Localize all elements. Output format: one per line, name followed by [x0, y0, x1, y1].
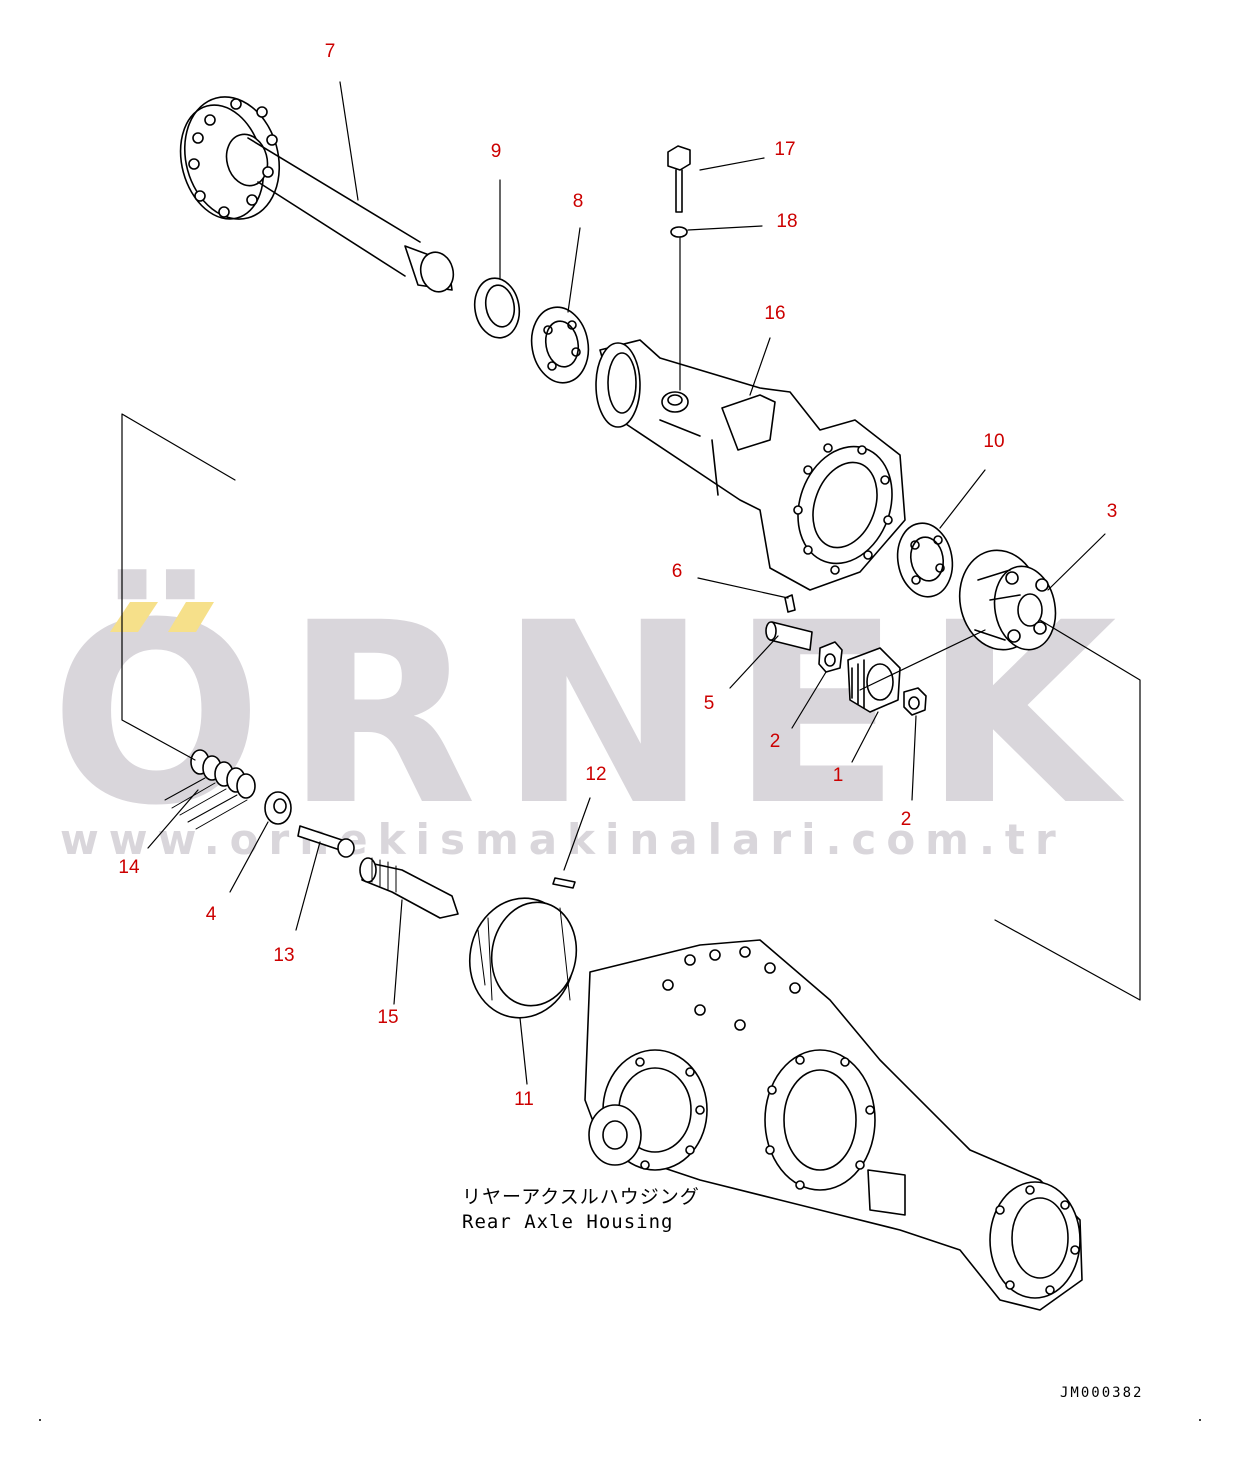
part-13-bolt [297, 825, 355, 858]
callout-6: 6 [671, 561, 683, 582]
callout-9: 9 [490, 141, 502, 162]
callout-10: 10 [983, 431, 1005, 452]
callout-3: 3 [1106, 501, 1118, 522]
flange-bolt-holes [188, 98, 278, 218]
caption-japanese: リヤーアクスルハウジング [462, 1186, 700, 1208]
part-11-ring-gear [468, 897, 578, 1019]
callout-2: 2 [769, 731, 781, 752]
watermark-umlaut [110, 602, 214, 632]
leader-lines [147, 81, 1106, 1085]
callout-1: 1 [832, 765, 844, 786]
part-17-bolt [667, 145, 691, 213]
part-1-side-gear [847, 647, 901, 713]
part-3-differential-case [958, 549, 1057, 651]
part-8-bearing [530, 306, 590, 384]
part-18-o-ring [670, 226, 688, 238]
part-2-pinion-gear [818, 641, 843, 673]
caption-english: Rear Axle Housing [462, 1211, 674, 1233]
assembled-rear-axle-housing [584, 939, 1083, 1311]
frame-lines [121, 413, 1141, 1001]
corner-marks [39, 1419, 1201, 1421]
part-16-axle-housing [595, 339, 906, 591]
part-15-drive-shaft [359, 857, 459, 919]
callout-16: 16 [764, 303, 786, 324]
callout-5: 5 [703, 693, 715, 714]
part-4-washer [264, 791, 292, 825]
part-10-bearing [896, 522, 954, 598]
callout-4: 4 [205, 904, 217, 925]
part-2-pinion-gear-b [903, 687, 927, 716]
watermark-brand: ÖRNEK [50, 569, 1139, 860]
callout-11: 11 [514, 1089, 534, 1110]
callout-13: 13 [273, 945, 295, 966]
callout-2-b: 2 [900, 809, 912, 830]
callout-7: 7 [324, 41, 336, 62]
part-6-pin [784, 594, 796, 613]
part-9-oil-seal [473, 277, 521, 339]
part-14-shims [164, 749, 256, 830]
callout-18: 18 [776, 211, 798, 232]
part-5-pinion-shaft [765, 621, 813, 651]
callout-17: 17 [774, 139, 796, 160]
callout-14: 14 [118, 857, 140, 878]
drawing-code: JM000382 [1060, 1385, 1144, 1401]
part-12-key [552, 877, 576, 889]
callout-12: 12 [585, 764, 607, 785]
callout-15: 15 [377, 1007, 399, 1028]
callout-8: 8 [572, 191, 584, 212]
watermark-url: www.ornekismakinalari.com.tr [60, 815, 1066, 864]
part-7-axle-shaft [179, 96, 455, 293]
